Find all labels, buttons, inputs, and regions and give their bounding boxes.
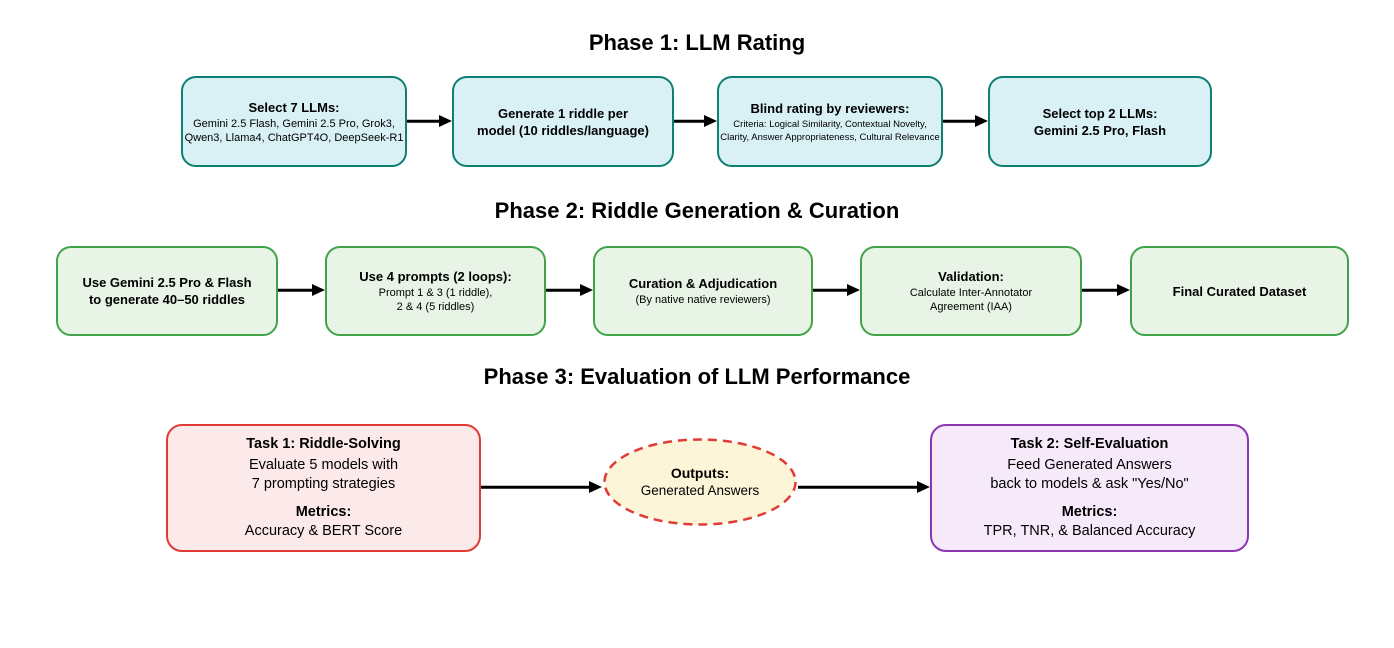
phase2-box-curation: Curation & Adjudication (By native nativ… [593, 246, 813, 336]
box-subtitle: Prompt 1 & 3 (1 riddle), 2 & 4 (5 riddle… [378, 287, 493, 313]
arrowhead-icon [439, 115, 452, 127]
arrow-line [1082, 288, 1121, 292]
box-title: Final Curated Dataset [1172, 283, 1307, 299]
arrow-right-icon [813, 283, 860, 297]
dashed-ellipse-icon [603, 438, 797, 526]
box-title: Curation & Adjudication [628, 276, 778, 291]
arrow-line [407, 119, 443, 123]
phase3-task1-box: Task 1: Riddle-Solving Evaluate 5 models… [166, 424, 481, 552]
arrowhead-icon [312, 284, 325, 296]
phase1-box-select-llms: Select 7 LLMs: Gemini 2.5 Flash, Gemini … [181, 76, 407, 167]
arrow-line [674, 119, 708, 123]
arrow-right-icon [481, 480, 602, 494]
box-subtitle: Criteria: Logical Similarity, Contextual… [720, 118, 940, 143]
box-title: Select top 2 LLMs: Gemini 2.5 Pro, Flash [1033, 105, 1167, 138]
box-subtitle: (By native native reviewers) [635, 294, 771, 306]
task-title: Task 1: Riddle-Solving [246, 436, 401, 452]
arrowhead-icon [1117, 284, 1130, 296]
arrow-line [278, 288, 316, 292]
phase3-task2-box: Task 2: Self-Evaluation Feed Generated A… [930, 424, 1249, 552]
arrowhead-icon [917, 481, 930, 493]
phase3-title: Phase 3: Evaluation of LLM Performance [483, 364, 911, 389]
phase1-box-generate-riddles: Generate 1 riddle per model (10 riddles/… [452, 76, 674, 167]
box-title: Use 4 prompts (2 loops): [359, 269, 512, 284]
arrow-line [546, 288, 584, 292]
arrow-right-icon [546, 283, 593, 297]
metrics-value: Accuracy & BERT Score [244, 523, 403, 539]
box-title: Blind rating by reviewers: [750, 100, 910, 116]
phase1-box-blind-rating: Blind rating by reviewers: Criteria: Log… [717, 76, 943, 167]
phase2-box-final-dataset: Final Curated Dataset [1130, 246, 1349, 336]
phase1-box-select-top2: Select top 2 LLMs: Gemini 2.5 Pro, Flash [988, 76, 1212, 167]
box-title: Select 7 LLMs: [248, 99, 340, 115]
box-subtitle: Gemini 2.5 Flash, Gemini 2.5 Pro, Grok3,… [184, 117, 404, 144]
metrics-label: Metrics: [1061, 504, 1118, 520]
arrow-right-icon [407, 114, 452, 128]
task-title: Task 2: Self-Evaluation [1010, 436, 1169, 452]
arrow-right-icon [943, 114, 988, 128]
box-title: Use Gemini 2.5 Pro & Flash to generate 4… [82, 275, 252, 307]
task-body: Evaluate 5 models with 7 prompting strat… [248, 457, 399, 492]
phase1-title: Phase 1: LLM Rating [588, 30, 806, 55]
metrics-label: Metrics: [295, 504, 352, 520]
arrowhead-icon [847, 284, 860, 296]
box-title: Generate 1 riddle per model (10 riddles/… [477, 105, 649, 138]
arrow-right-icon [278, 283, 325, 297]
arrow-line [813, 288, 851, 292]
phase2-box-validation: Validation: Calculate Inter-Annotator Ag… [860, 246, 1082, 336]
arrow-right-icon [798, 480, 930, 494]
outputs-body: Generated Answers [640, 483, 760, 498]
phase2-box-four-prompts: Use 4 prompts (2 loops): Prompt 1 & 3 (1… [325, 246, 546, 336]
arrow-right-icon [674, 114, 717, 128]
arrow-right-icon [1082, 283, 1130, 297]
task-body: Feed Generated Answers back to models & … [990, 457, 1189, 492]
ellipse-text: Outputs: Generated Answers [602, 437, 798, 527]
arrow-line [943, 119, 979, 123]
metrics-value: TPR, TNR, & Balanced Accuracy [983, 523, 1196, 539]
arrowhead-icon [580, 284, 593, 296]
phase3-outputs-ellipse: Outputs: Generated Answers [602, 437, 798, 527]
arrowhead-icon [975, 115, 988, 127]
arrow-line [481, 485, 593, 489]
outputs-title: Outputs: [670, 465, 730, 481]
box-title: Validation: [938, 269, 1004, 284]
arrowhead-icon [589, 481, 602, 493]
phase2-box-use-gemini: Use Gemini 2.5 Pro & Flash to generate 4… [56, 246, 278, 336]
box-subtitle: Calculate Inter-Annotator Agreement (IAA… [909, 287, 1033, 313]
phase2-title: Phase 2: Riddle Generation & Curation [494, 198, 900, 223]
arrow-line [798, 485, 921, 489]
arrowhead-icon [704, 115, 717, 127]
